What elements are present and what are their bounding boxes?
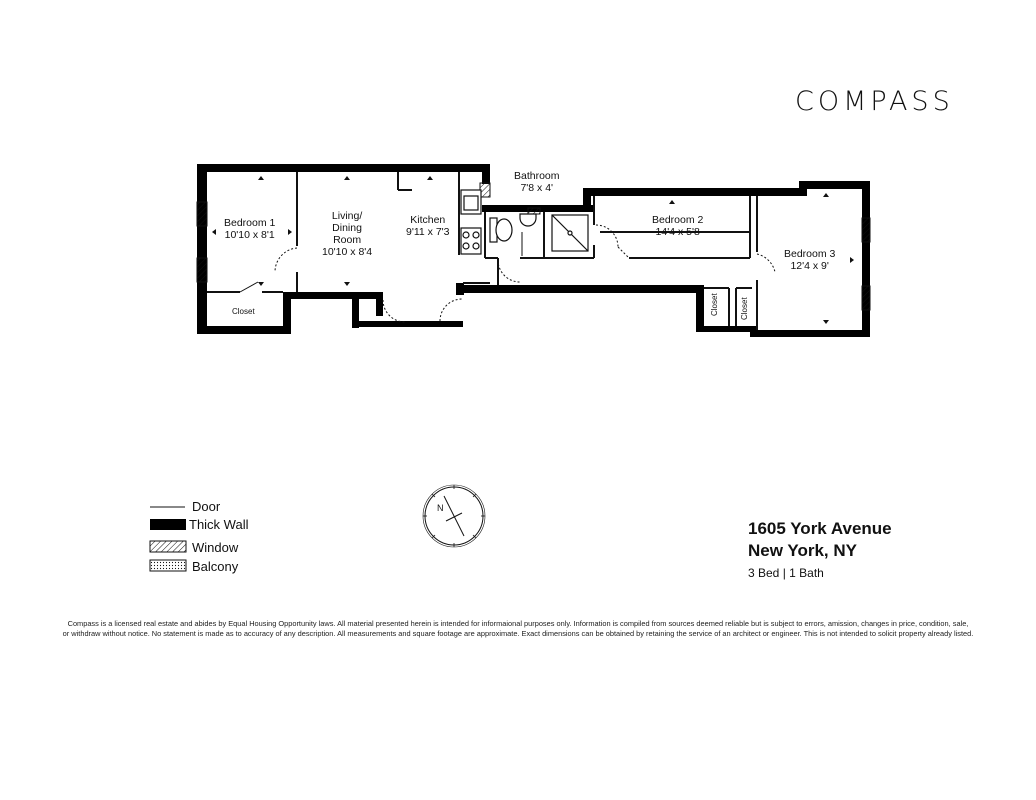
legend-thick-wall: Thick Wall	[189, 517, 249, 532]
closet-label-2: Closet	[710, 293, 719, 316]
room-name: Bathroom	[514, 170, 560, 182]
room-markers	[212, 176, 854, 324]
disclaimer: Compass is a licensed real estate and ab…	[0, 619, 1036, 639]
room-name: Kitchen	[410, 214, 446, 226]
compass-rose-icon	[422, 484, 486, 548]
beds-baths: 3 Bed | 1 Bath	[748, 566, 824, 580]
disclaimer-line-1: Compass is a licensed real estate and ab…	[67, 619, 969, 628]
room-dims: 12'4 x 9'	[790, 260, 829, 272]
room-name: Bedroom 3	[784, 248, 836, 260]
legend-balcony-symbol	[149, 559, 187, 572]
legend-door: Door	[192, 499, 221, 514]
room-label-kitchen: Kitchen 9'11 x 7'3	[406, 214, 450, 238]
disclaimer-line-2: or withdraw without notice. No statement…	[62, 629, 974, 638]
compass-north-label: N	[437, 503, 444, 513]
room-name-line3: Room	[333, 234, 362, 246]
room-label-bedroom-3: Bedroom 3 12'4 x 9'	[784, 248, 835, 272]
room-dims: 7'8 x 4'	[520, 182, 554, 194]
fixtures	[460, 189, 589, 255]
room-name: Bedroom 1	[224, 217, 276, 229]
doors	[274, 224, 776, 323]
windows	[196, 182, 871, 311]
room-label-bedroom-1: Bedroom 1 10'10 x 8'1	[224, 217, 275, 241]
room-dims: 9'11 x 7'3	[406, 226, 450, 238]
legend-window: Window	[192, 540, 239, 555]
closet-label-1: Closet	[232, 307, 255, 316]
closet-label-3: Closet	[740, 297, 749, 320]
compass-logo: COMPASS	[795, 86, 954, 117]
legend-balcony: Balcony	[192, 559, 239, 574]
address-line-1: 1605 York Avenue	[748, 519, 892, 538]
room-dims: 10'10 x 8'1	[224, 229, 275, 241]
room-name-line2: Dining	[332, 222, 362, 234]
address-line-2: New York, NY	[748, 541, 857, 560]
room-label-bathroom: Bathroom 7'8 x 4'	[514, 170, 560, 194]
room-dims: 14'4 x 5'8	[655, 226, 700, 238]
interior-walls	[207, 172, 758, 330]
room-label-bedroom-2: Bedroom 2 14'4 x 5'8	[652, 214, 703, 238]
room-name-line1: Living/	[331, 210, 363, 222]
legend-thick-wall-symbol	[150, 519, 186, 530]
legend-window-symbol	[149, 540, 187, 553]
legend-symbols	[149, 506, 187, 572]
room-label-living-dining: Living/ Dining Room 10'10 x 8'4	[322, 210, 372, 258]
room-name: Bedroom 2	[652, 214, 704, 226]
room-dims: 10'10 x 8'4	[322, 246, 373, 258]
